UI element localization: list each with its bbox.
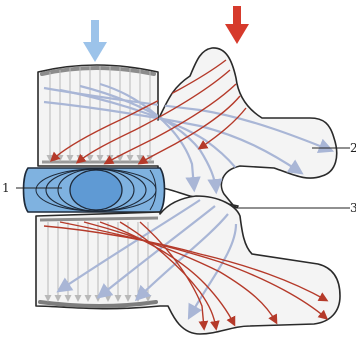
label-facet-joint: 3 [236, 201, 356, 215]
label-number-2: 2 [350, 141, 356, 155]
lower-vertebra [36, 196, 340, 334]
lower-endplate-top [40, 218, 158, 220]
down-arrow-icon [83, 42, 107, 62]
label-number-1: 1 [2, 181, 10, 195]
down-arrow-icon [225, 24, 249, 44]
label-number-3: 3 [350, 201, 356, 215]
intervertebral-disc [24, 168, 165, 212]
lower-vertebra-outline [36, 196, 340, 334]
nucleus-pulposus [70, 170, 122, 210]
axial-load-arrow [83, 20, 107, 62]
posterior-load-arrow [225, 6, 249, 44]
